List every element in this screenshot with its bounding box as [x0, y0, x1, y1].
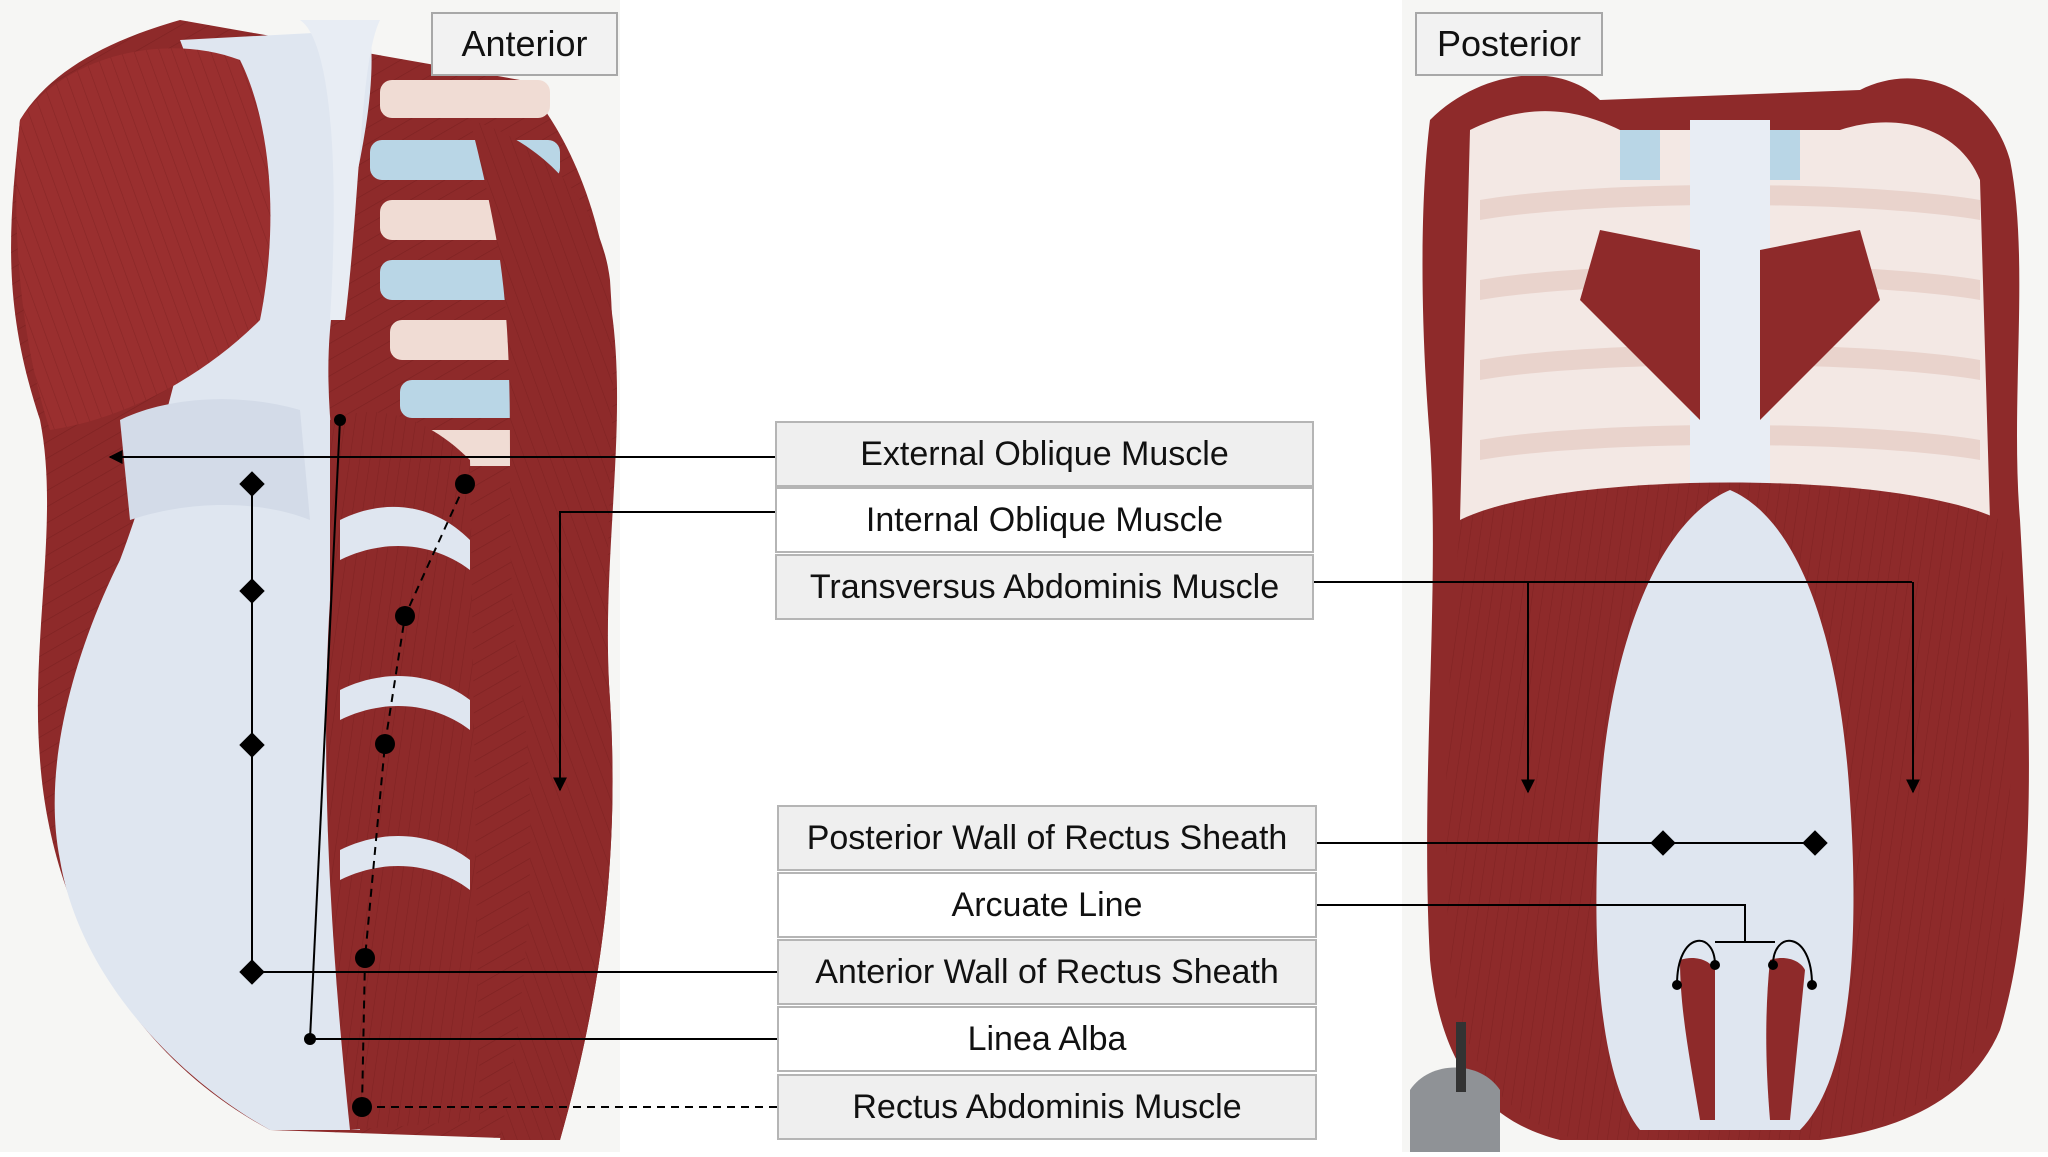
anterior-wall-diamond-4 [239, 959, 265, 985]
anterior-model-image [0, 0, 632, 1152]
linea-alba-label: Linea Alba [777, 1006, 1317, 1072]
posterior-view-label: Posterior [1415, 12, 1603, 76]
anterior-wall-diamond-2 [239, 578, 265, 604]
connector-lines [108, 419, 1920, 1108]
external-oblique-label: External Oblique Muscle [775, 421, 1314, 487]
linea-alba-bottom-dot [304, 1033, 316, 1045]
rectus-dot-1 [455, 474, 475, 494]
rectus-dot-3 [375, 734, 395, 754]
anterior-wall-diamond-1 [239, 471, 265, 497]
rectus-dashed-path [361, 483, 466, 1108]
linea-alba-vertical [309, 419, 341, 1040]
anterior-wall-label: Anterior Wall of Rectus Sheath [777, 939, 1317, 1005]
rectus-abdominis-label: Rectus Abdominis Muscle [777, 1074, 1317, 1140]
arcuate-arc-right [1772, 939, 1813, 986]
arcuate-leader [1315, 904, 1746, 942]
posterior-wall-label: Posterior Wall of Rectus Sheath [777, 805, 1317, 871]
transversus-abdominis-label: Transversus Abdominis Muscle [775, 554, 1314, 620]
rectus-dot-5 [352, 1097, 372, 1117]
arcuate-line-label: Arcuate Line [777, 872, 1317, 938]
internal-oblique-label: Internal Oblique Muscle [775, 487, 1314, 553]
internal-oblique-leader [553, 511, 775, 792]
arcuate-dot-4 [1807, 980, 1817, 990]
arcuate-dot-3 [1768, 960, 1778, 970]
connector-markers [239, 414, 1828, 1117]
rectus-dot-4 [355, 948, 375, 968]
arcuate-arc-left [1676, 939, 1716, 986]
arcuate-dot-1 [1672, 980, 1682, 990]
posterior-model-image [1390, 0, 2048, 1152]
rectus-dot-2 [395, 606, 415, 626]
linea-alba-top-dot [334, 414, 346, 426]
arcuate-dot-2 [1710, 960, 1720, 970]
anterior-view-label: Anterior [431, 12, 618, 76]
anterior-wall-diamond-3 [239, 732, 265, 758]
